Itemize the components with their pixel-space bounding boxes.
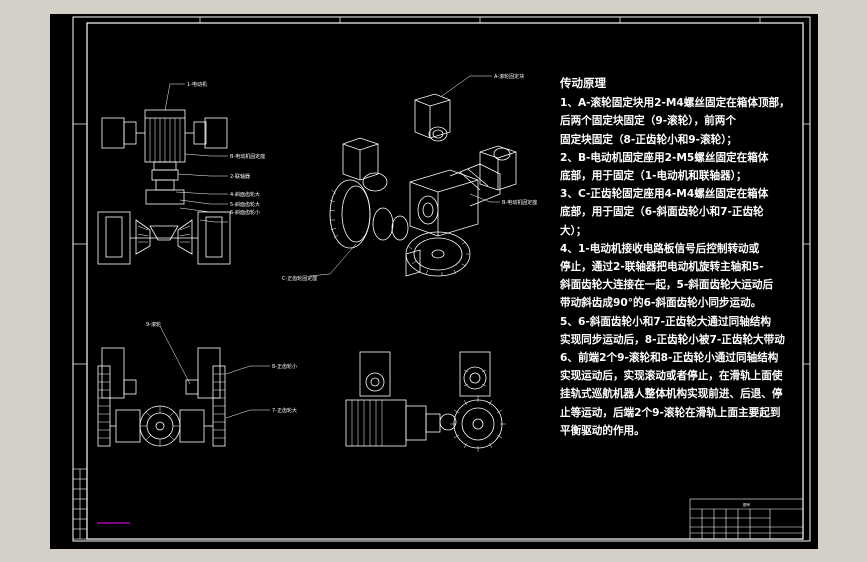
isometric-view (329, 93, 517, 277)
mechanical-drawing: 1-电动机 B-电动机固定座 2-联轴器 4-斜面齿轮大 5-斜面齿轮大 6-斜… (72, 16, 811, 542)
notes-line: 5、6-斜面齿轮小和7-正齿轮大通过同轴结构 (560, 315, 771, 328)
iso-gear-teeth (329, 189, 470, 276)
callout-bevel-small2: 6-斜面齿轮小 (230, 209, 260, 216)
title-block (689, 498, 804, 540)
transmission-notes: 传动原理 1、A-滚轮固定块用2-M4螺丝固定在箱体顶部， 后两个固定块固定（9-… (560, 74, 810, 440)
callout-gear-mount: C-正齿轮固定座 (282, 275, 317, 282)
notes-line: 止等运动，后端2个9-滚轮在滑轨上面主要起到 (560, 406, 781, 419)
front-view-leaders (164, 83, 228, 223)
side-view-gear-teeth (450, 369, 506, 452)
notes-line: 带动斜齿成90°的6-斜面齿轮小同步运动。 (560, 297, 762, 310)
notes-line: 3、C-正齿轮固定座用4-M4螺丝固定在箱体 (560, 188, 769, 201)
notes-line: 平衡驱动的作用。 (560, 424, 645, 437)
cad-viewport[interactable]: 1-电动机 B-电动机固定座 2-联轴器 4-斜面齿轮大 5-斜面齿轮大 6-斜… (50, 14, 818, 549)
outer-border (72, 16, 811, 542)
front-view-drive (97, 109, 231, 265)
callout-motor-mount: B-电动机固定座 (230, 153, 265, 160)
notes-line: 2、B-电动机固定座用2-M5螺丝固定在箱体 (560, 151, 769, 164)
notes-line: 斜面齿轮大连接在一起，5-斜面齿轮大运动后 (560, 279, 774, 292)
notes-line: 4、1-电动机接收电路板信号后控制转动或 (560, 242, 760, 255)
callout-roller-block: A-滚轮固定块 (494, 73, 524, 80)
notes-line: 实现同步运动后，8-正齿轮小被7-正齿轮大带动 (560, 333, 785, 346)
callout-spur-small: 8-正齿轮小 (272, 363, 297, 370)
callout-bevel-big: 4-斜面齿轮大 (230, 191, 260, 198)
notes-line: 1、A-滚轮固定块用2-M4螺丝固定在箱体顶部， (560, 97, 790, 110)
inner-border (86, 22, 804, 540)
revision-strip (72, 468, 88, 540)
callout-bevel-small: 5-斜面齿轮大 (230, 201, 260, 208)
callout-coupling: 2-联轴器 (230, 173, 250, 180)
side-view (345, 351, 503, 449)
callout-spur-big: 7-正齿轮大 (272, 407, 297, 414)
notes-line: 大）； (560, 224, 587, 237)
notes-line: 固定块固定（8-正齿轮小和9-滚轮）； (560, 133, 738, 146)
notes-line: 停止，通过2-联轴器把电动机旋转主轴和5- (560, 261, 764, 274)
notes-line: 后两个固定块固定（9-滚轮），前两个 (560, 115, 736, 128)
notes-title: 传动原理 (560, 76, 606, 90)
iso-leaders (309, 75, 500, 277)
callout-motor-mount-iso: B-电动机固定座 (502, 199, 537, 206)
notes-line: 实现运动后，实现滚动或者停止，在滑轨上面使 (560, 370, 783, 383)
title-block-heading: 图号 (743, 502, 751, 507)
top-view-leaders (159, 325, 270, 419)
top-view (97, 347, 226, 447)
notes-body: 1、A-滚轮固定块用2-M4螺丝固定在箱体顶部， 后两个固定块固定（9-滚轮），前… (560, 94, 810, 440)
notes-line: 底部，用于固定（6-斜面齿轮小和7-正齿轮 (560, 206, 764, 219)
callout-motor: 1-电动机 (187, 81, 207, 88)
callout-roller: 9-滚轮 (146, 321, 161, 328)
zone-ticks (73, 17, 810, 365)
top-view-gear-teeth (98, 373, 225, 446)
notes-line: 底部，用于固定（1-电动机和联轴器）； (560, 170, 747, 183)
notes-line: 挂轨式巡航机器人整体机构实现前进、后退、停 (560, 388, 783, 401)
notes-line: 6、前端2个9-滚轮和8-正齿轮小通过同轴结构 (560, 352, 779, 365)
